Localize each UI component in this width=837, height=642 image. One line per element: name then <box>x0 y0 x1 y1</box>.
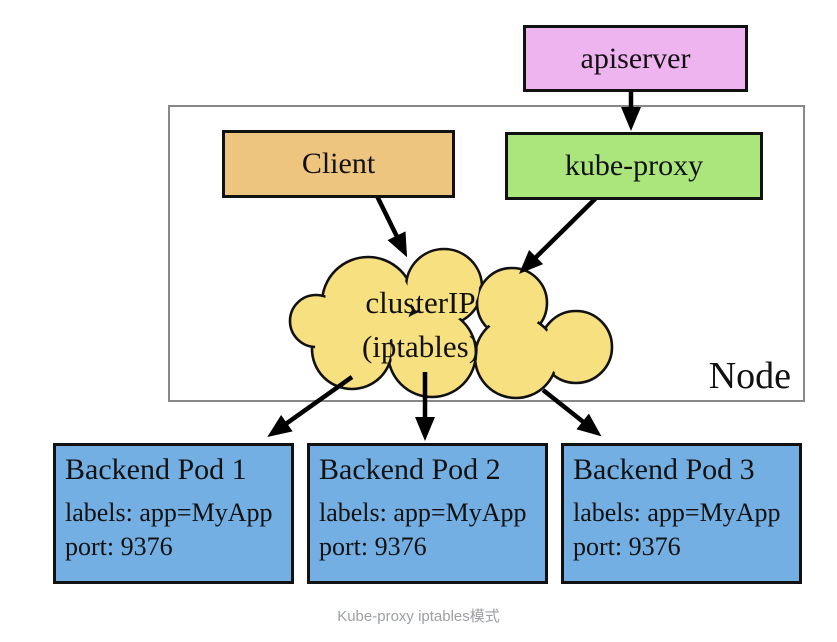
pod-port: port: 9376 <box>573 532 681 561</box>
clusterip-cloud <box>288 247 614 400</box>
backend-pod-3: Backend Pod 3 labels: app=MyApp port: 93… <box>561 443 802 584</box>
clusterip-label: clusterIP (iptables) <box>328 281 513 369</box>
kube-proxy-box: kube-proxy <box>505 132 763 200</box>
caption: Kube-proxy iptables模式 <box>337 608 500 625</box>
pod-port: port: 9376 <box>319 532 427 561</box>
pod-title: Backend Pod 3 <box>573 453 755 486</box>
kube-proxy-label: kube-proxy <box>564 149 704 182</box>
pod-labels: labels: app=MyApp <box>65 498 273 527</box>
apiserver-box: apiserver <box>523 25 748 92</box>
node-label: Node <box>708 355 791 398</box>
cloud-interior <box>293 252 609 395</box>
backend-pod-2: Backend Pod 2 labels: app=MyApp port: 93… <box>307 443 548 584</box>
arrow-clusterip-to-pod-1 <box>267 375 354 438</box>
client-box: Client <box>222 130 455 198</box>
client-label: Client <box>301 147 376 180</box>
pod-labels: labels: app=MyApp <box>319 498 527 527</box>
clusterip-label-line2: (iptables) <box>361 329 480 364</box>
pod-title: Backend Pod 1 <box>65 453 247 486</box>
node-container: Node <box>168 105 805 402</box>
apiserver-label: apiserver <box>580 41 691 75</box>
pod-port: port: 9376 <box>65 532 173 561</box>
pod-labels: labels: app=MyApp <box>573 498 781 527</box>
arrow-kube-proxy-to-clusterip <box>519 196 598 274</box>
arrow-clusterip-to-pod-3 <box>541 388 602 437</box>
pod-title: Backend Pod 2 <box>319 453 501 486</box>
clusterip-label-line1: clusterIP <box>365 285 476 320</box>
arrow-client-to-clusterip <box>374 195 408 258</box>
backend-pod-1: Backend Pod 1 labels: app=MyApp port: 93… <box>53 443 294 584</box>
